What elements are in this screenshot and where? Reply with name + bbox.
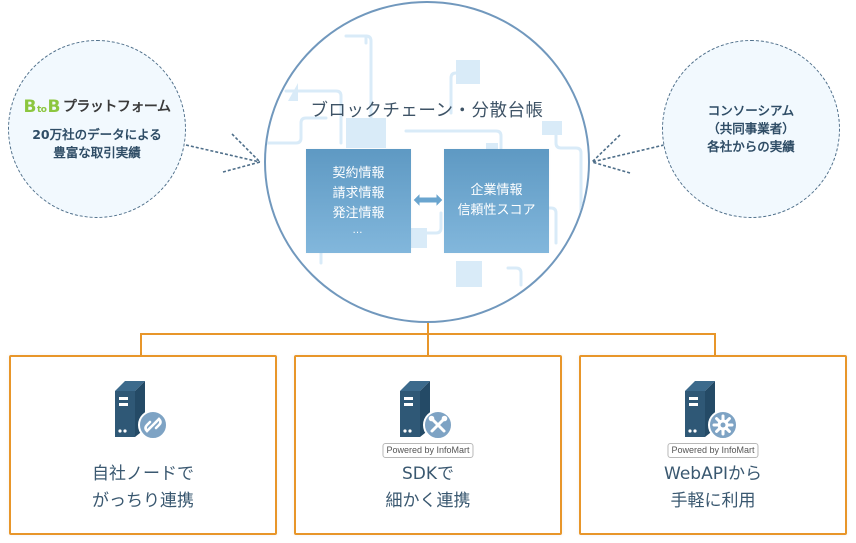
logo-b1: B: [23, 97, 36, 117]
orange-connector-tree: [140, 319, 716, 355]
consortium-line-2: （共同事業者）: [707, 121, 795, 136]
btob-platform-logo: B to B プラットフォーム: [23, 96, 171, 117]
company-info-line-1: 企業情報: [470, 183, 523, 198]
own-node-line-2: がっちり連携: [92, 491, 194, 511]
company-info-box: 企業情報 信頼性スコア: [444, 149, 549, 253]
webapi-card-text: WebAPIから 手軽に利用: [581, 461, 845, 515]
circuit-background: [266, 34, 583, 287]
sdk-card[interactable]: Powered by InfoMart SDKで 細かく連携: [294, 355, 562, 535]
sdk-line-2: 細かく連携: [385, 491, 471, 511]
blockchain-title: ブロックチェーン・分散台帳: [310, 101, 544, 121]
sdk-line-1: SDKで: [401, 464, 455, 484]
powered-by-infomart-badge: Powered by InfoMart: [667, 443, 759, 458]
webapi-line-1: WebAPIから: [664, 464, 762, 484]
transaction-info-more: …: [352, 225, 365, 236]
bidirectional-arrow-icon: [412, 192, 444, 208]
own-node-line-1: 自社ノードで: [92, 464, 194, 484]
consortium-line-1: コンソーシアム: [707, 103, 795, 118]
powered-by-infomart-badge: Powered by InfoMart: [382, 443, 474, 458]
transaction-info-line-1: 契約情報: [332, 166, 385, 181]
own-node-card[interactable]: 自社ノードで がっちり連携: [9, 355, 277, 535]
btob-bubble-line-1: 20万社のデータによる: [32, 127, 162, 142]
blockchain-ledger-circle: ブロックチェーン・分散台帳 契約情報 請求情報 発注情報 … 企業情報 信頼性ス…: [264, 1, 590, 323]
server-link-icon: [115, 381, 168, 439]
server-gear-icon: [685, 381, 738, 439]
company-info-line-2: 信頼性スコア: [457, 203, 536, 218]
webapi-line-2: 手軽に利用: [670, 491, 756, 511]
transaction-info-line-3: 発注情報: [332, 206, 385, 221]
logo-platform: プラットフォーム: [62, 99, 171, 115]
logo-to: to: [36, 105, 47, 115]
btob-platform-bubble: B to B プラットフォーム 20万社のデータによる 豊富な取引実績: [8, 40, 186, 218]
consortium-line-3: 各社からの実績: [707, 139, 795, 154]
transaction-info-box: 契約情報 請求情報 発注情報 …: [306, 149, 411, 253]
transaction-info-line-2: 請求情報: [332, 186, 385, 201]
server-tools-icon: [400, 381, 453, 439]
dashed-arrow-right: [591, 134, 665, 174]
own-node-card-text: 自社ノードで がっちり連携: [11, 461, 275, 515]
sdk-card-text: SDKで 細かく連携: [296, 461, 560, 515]
logo-b2: B: [47, 97, 60, 117]
btob-bubble-line-2: 豊富な取引実績: [53, 145, 141, 160]
dashed-arrow-left: [185, 133, 261, 173]
webapi-card[interactable]: Powered by InfoMart WebAPIから 手軽に利用: [579, 355, 847, 535]
consortium-bubble: コンソーシアム （共同事業者） 各社からの実績: [662, 40, 840, 218]
